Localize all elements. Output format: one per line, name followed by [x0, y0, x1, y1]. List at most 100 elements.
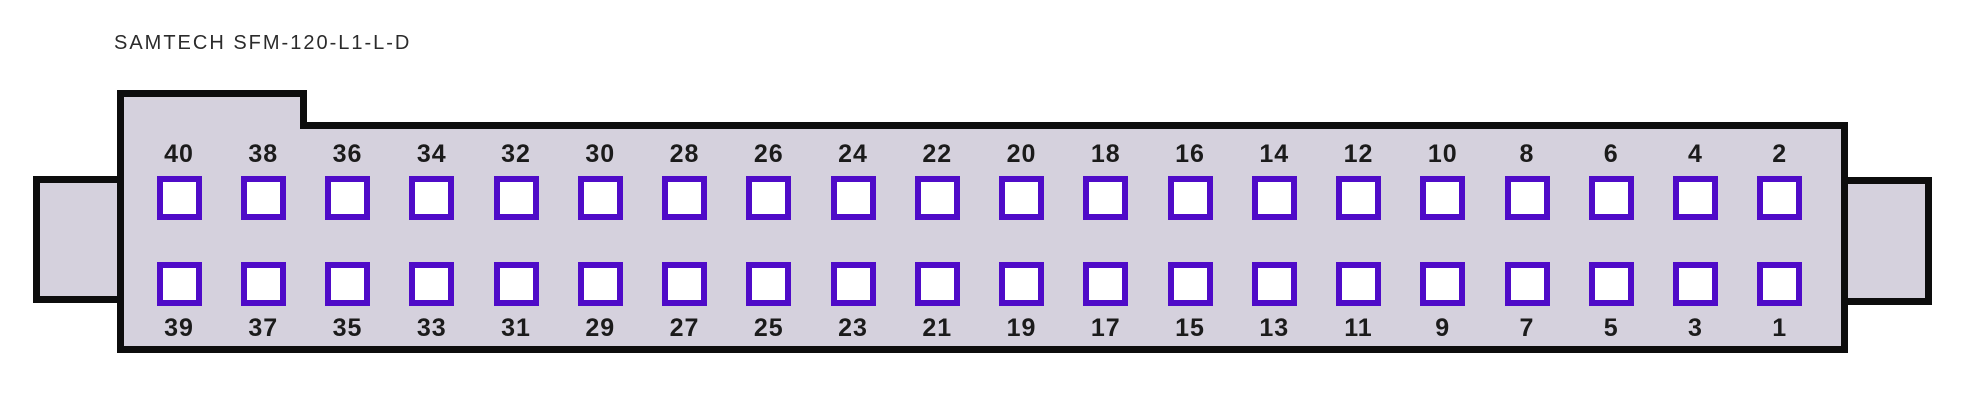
pin-top	[1167, 176, 1213, 220]
pin-bottom	[1420, 262, 1466, 306]
pin-number-top: 26	[753, 140, 784, 168]
pin-top	[325, 176, 370, 220]
connector-housing	[117, 90, 1848, 353]
pin-bottom	[662, 262, 707, 306]
pin-bottom	[240, 262, 286, 306]
pin-top	[1251, 176, 1297, 220]
pin-top	[1673, 176, 1718, 220]
pin-number-bottom: 29	[585, 314, 616, 342]
pin-top	[1757, 176, 1803, 220]
pin-number-top: 18	[1090, 140, 1121, 168]
pin-number-top: 8	[1519, 140, 1535, 168]
pin-top	[1336, 176, 1381, 220]
pin-column: 22 21	[914, 141, 960, 341]
mounting-tab-right	[1841, 177, 1932, 305]
pin-column: 20 19	[999, 141, 1045, 341]
pin-column: 26 25	[746, 141, 792, 341]
pin-column: 8 7	[1504, 141, 1550, 341]
pin-number-bottom: 13	[1259, 314, 1290, 342]
pin-column: 32 31	[493, 141, 539, 341]
pin-bottom	[1167, 262, 1213, 306]
pin-number-bottom: 33	[416, 314, 447, 342]
pin-number-top: 14	[1259, 140, 1290, 168]
pin-number-bottom: 37	[248, 314, 279, 342]
pin-number-top: 4	[1688, 140, 1703, 168]
pin-column: 12 11	[1336, 141, 1382, 341]
pin-column: 6 5	[1588, 141, 1634, 341]
pin-number-top: 30	[585, 140, 616, 168]
pin-number-top: 6	[1603, 140, 1619, 168]
pin-column: 34 33	[409, 141, 455, 341]
pin-bottom	[577, 262, 623, 306]
pin-top	[156, 176, 202, 220]
pin-column: 14 13	[1251, 141, 1297, 341]
pin-number-top: 38	[248, 140, 279, 168]
pin-top	[914, 176, 960, 220]
pin-bottom	[914, 262, 960, 306]
pin-number-bottom: 31	[501, 314, 531, 342]
pin-top	[577, 176, 623, 220]
pin-column: 2 1	[1757, 141, 1803, 341]
pin-column: 4 3	[1673, 141, 1719, 341]
pin-column: 38 37	[240, 141, 286, 341]
pin-number-bottom: 3	[1688, 314, 1703, 342]
pin-number-bottom: 39	[164, 314, 194, 342]
pin-top	[1083, 176, 1129, 220]
pin-number-bottom: 19	[1006, 314, 1037, 342]
pin-number-bottom: 7	[1519, 314, 1535, 342]
pin-number-bottom: 23	[838, 314, 868, 342]
pin-column: 18 17	[1083, 141, 1129, 341]
pin-number-bottom: 21	[922, 314, 953, 342]
pin-number-top: 10	[1427, 140, 1458, 168]
pin-number-bottom: 9	[1435, 314, 1451, 342]
pin-number-top: 20	[1006, 140, 1037, 168]
pin-top	[830, 176, 876, 220]
pin-number-bottom: 17	[1090, 314, 1121, 342]
pin-number-top: 2	[1772, 140, 1788, 168]
pin-grid: 40 39 38 37 36 35 34 33 32	[156, 141, 1803, 341]
pin-column: 16 15	[1167, 141, 1213, 341]
connector-title: SAMTECH SFM-120-L1-L-D	[114, 32, 412, 54]
pin-number-top: 22	[922, 140, 953, 168]
pin-top	[493, 176, 539, 220]
pin-top	[746, 176, 792, 220]
pin-bottom	[409, 262, 455, 306]
pin-top	[1420, 176, 1466, 220]
pin-bottom	[746, 262, 792, 306]
pin-number-top: 12	[1343, 140, 1374, 168]
pin-top	[662, 176, 707, 220]
mounting-tab-left	[33, 176, 124, 303]
pin-number-top: 16	[1175, 140, 1205, 168]
pin-number-bottom: 25	[753, 314, 784, 342]
pin-column: 40 39	[156, 141, 202, 341]
pin-bottom	[325, 262, 370, 306]
pin-number-top: 36	[332, 140, 363, 168]
pin-number-bottom: 27	[669, 314, 700, 342]
pin-bottom	[1083, 262, 1129, 306]
pin-bottom	[1673, 262, 1718, 306]
pin-bottom	[1757, 262, 1803, 306]
pin-number-top: 28	[669, 140, 700, 168]
pin-number-top: 24	[838, 140, 868, 168]
pin-column: 30 29	[577, 141, 623, 341]
pin-bottom	[1588, 262, 1634, 306]
pin-bottom	[493, 262, 539, 306]
pin-column: 10 9	[1420, 141, 1466, 341]
pin-bottom	[999, 262, 1044, 306]
pin-bottom	[1504, 262, 1550, 306]
pin-top	[999, 176, 1044, 220]
pin-column: 36 35	[325, 141, 371, 341]
pin-bottom	[156, 262, 202, 306]
pin-number-bottom: 5	[1603, 314, 1619, 342]
pin-number-top: 34	[416, 140, 447, 168]
pin-bottom	[1251, 262, 1297, 306]
pin-bottom	[830, 262, 876, 306]
pin-number-bottom: 11	[1344, 314, 1373, 342]
pin-number-bottom: 35	[332, 314, 363, 342]
pin-column: 24 23	[830, 141, 876, 341]
pin-bottom	[1336, 262, 1381, 306]
pin-top	[240, 176, 286, 220]
pin-number-bottom: 15	[1175, 314, 1205, 342]
